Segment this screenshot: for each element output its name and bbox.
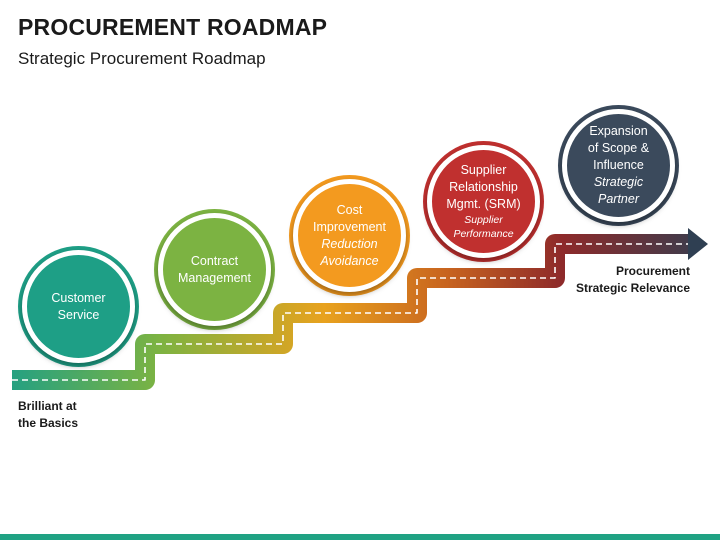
bottom-accent-bar <box>0 534 720 540</box>
page-title: PROCUREMENT ROADMAP <box>18 14 328 40</box>
start-label: Brilliant at the Basics <box>18 398 78 432</box>
end-label-line1: Procurement <box>615 264 690 278</box>
end-label-line2: Strategic Relevance <box>575 281 690 295</box>
milestone-4-line3: Mgmt. (SRM) <box>446 197 521 211</box>
milestone-2-line2: Management <box>178 270 251 285</box>
milestone-expansion-of-scope: Expansion of Scope & Influence Strategic… <box>562 109 675 222</box>
start-label-line1: Brilliant at <box>18 399 77 413</box>
road-arrow-head <box>688 228 708 260</box>
milestone-contract-management: Contract Management <box>158 213 271 326</box>
end-label: Procurement Strategic Relevance <box>576 263 690 297</box>
page-subtitle: Strategic Procurement Roadmap <box>18 49 266 68</box>
milestone-5-line3: Influence <box>593 158 644 172</box>
milestone-4-line1: Supplier <box>460 163 507 177</box>
milestone-supplier-relationship: Supplier Relationship Mgmt. (SRM) Suppli… <box>427 145 540 258</box>
milestone-5-line4: Strategic <box>593 175 644 189</box>
milestone-customer-service: Customer Service <box>22 250 135 363</box>
milestone-2-line1: Contract <box>190 253 239 268</box>
milestone-5-line1: Expansion <box>589 124 648 138</box>
milestone-3-line1: Cost <box>336 202 363 217</box>
milestone-4-line2: Relationship <box>449 180 518 194</box>
milestone-5-line2: of Scope & <box>587 141 650 155</box>
milestone-4-line5: Performance <box>453 228 514 240</box>
milestone-cost-improvement: Cost Improvement Reduction Avoidance <box>293 179 406 292</box>
milestone-5-line5: Partner <box>598 192 639 206</box>
milestone-1-line2: Service <box>57 307 100 322</box>
milestone-1-line1: Customer <box>51 290 106 305</box>
milestone-4-line4: Supplier <box>464 214 503 226</box>
milestone-3-line2: Improvement <box>313 219 386 234</box>
road-dashes <box>12 243 688 381</box>
milestone-3-line3: Reduction <box>321 236 378 251</box>
start-label-line2: the Basics <box>18 416 79 430</box>
milestone-3-line4: Avoidance <box>320 253 379 268</box>
